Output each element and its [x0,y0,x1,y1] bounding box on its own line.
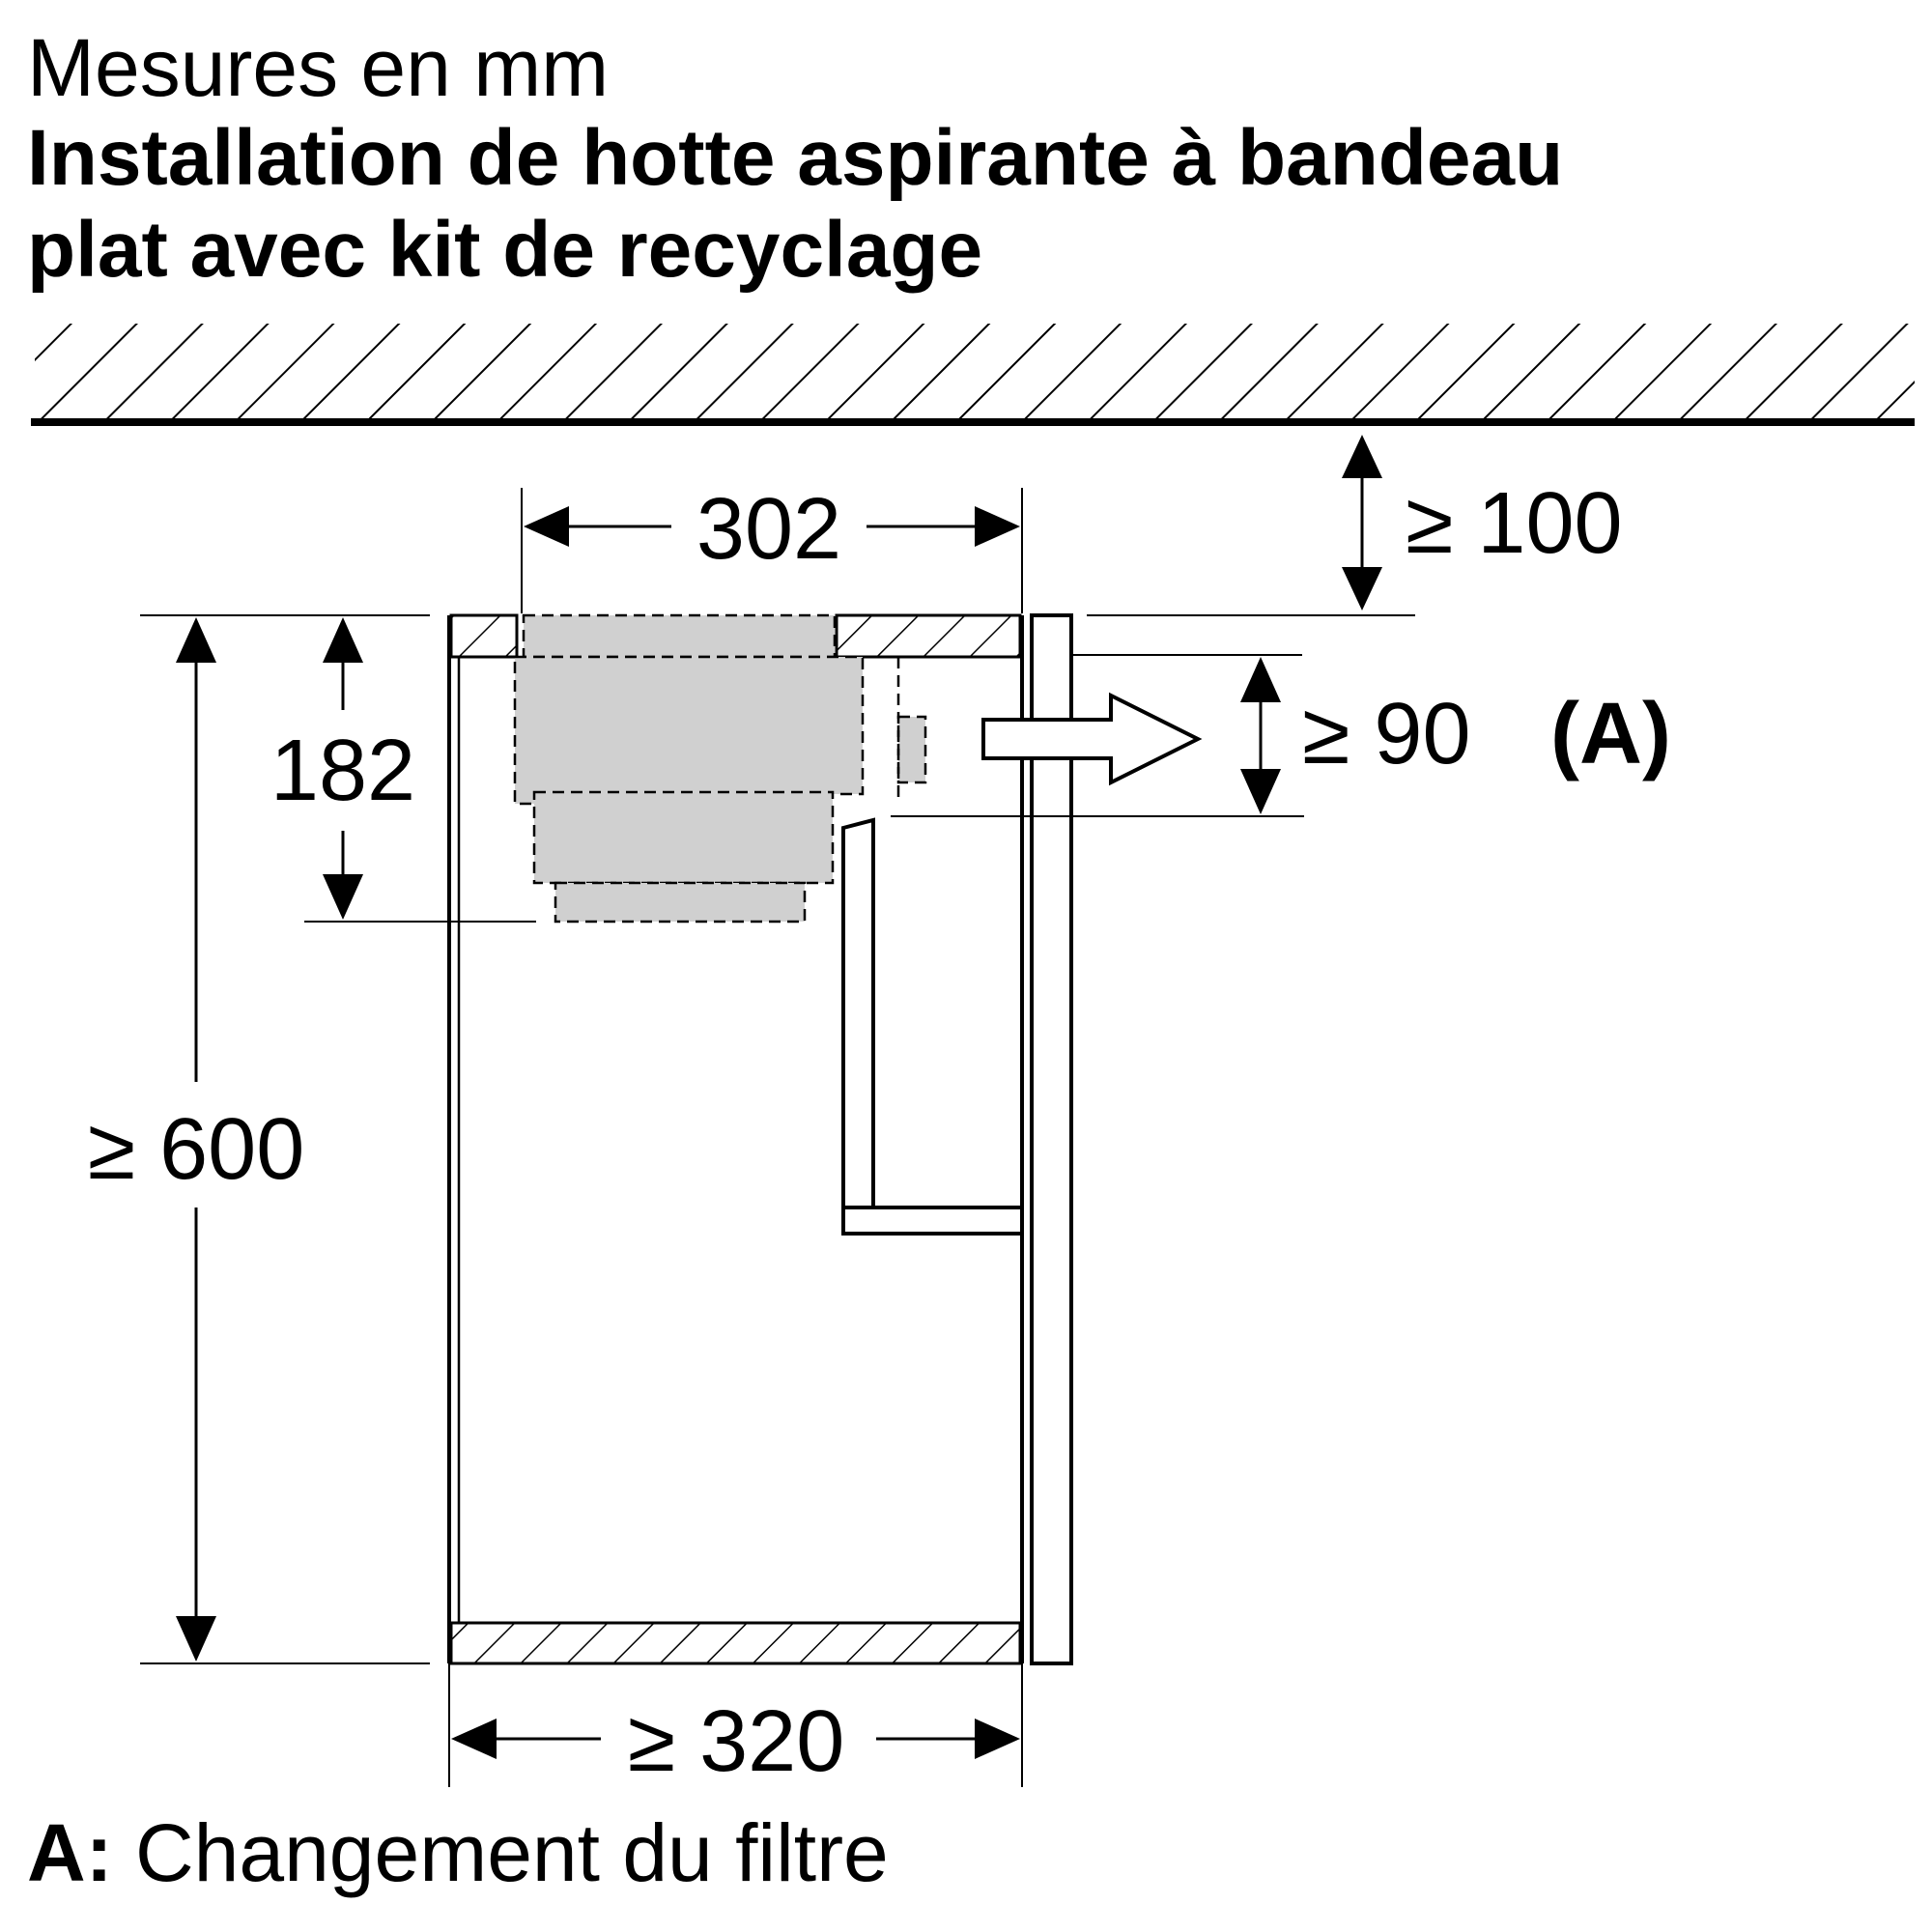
dim-unit-width-label: 302 [696,481,841,578]
ceiling [31,324,1915,426]
cabinet-bottom-panel [449,1621,1022,1665]
wall-cabinet [447,613,1073,1665]
dim-cabinet-height: ≥ 600 [88,617,305,1662]
dim-unit-height-arrow-up [323,617,363,663]
hood-panel [841,817,875,1209]
dim-cabinet-height-label: ≥ 600 [88,1101,305,1198]
dim-cabinet-depth-arrow-right [975,1719,1020,1759]
dim-unit-width: 302 [524,481,1020,578]
kit-motor-box [513,655,865,806]
kit-filter-body [532,790,835,885]
dim-cabinet-height-arrow-down [176,1616,216,1662]
dim-cabinet-height-arrow-up [176,617,216,663]
dim-cabinet-depth-arrow-left [451,1719,497,1759]
dim-front-clearance-arrow-up [1240,657,1281,702]
dim-top-clearance: ≥ 100 [1342,435,1623,611]
header: Mesures en mm Installation de hotte aspi… [27,23,1563,296]
legend-description: Changement du filtre [134,1807,889,1898]
recirculation-kit [513,613,927,923]
hood-base [841,1206,1024,1236]
dim-front-clearance-arrow-down [1240,769,1281,814]
cabinet-top-panel-left [449,613,519,659]
dim-cabinet-depth-label: ≥ 320 [628,1693,845,1790]
kit-outlet-stub [896,715,927,784]
extension-lines [140,488,1415,1787]
dim-top-clearance-arrow-up [1342,435,1382,478]
kit-upper-housing [522,613,837,659]
legend-key: A: [27,1807,113,1898]
dim-unit-width-arrow-right [975,506,1020,547]
title-line-1: Installation de hotte aspirante à bandea… [27,114,1564,202]
units-note: Mesures en mm [27,22,610,113]
dim-cabinet-depth: ≥ 320 [451,1693,1020,1790]
callout-a-marker: (A) [1550,686,1671,782]
legend: A: Changement du filtre [27,1804,889,1901]
kit-lower-section [554,881,807,923]
dim-top-clearance-label: ≥ 100 [1406,475,1623,572]
dim-front-clearance-label: ≥ 90 [1302,686,1471,782]
extractor-hood [841,817,1024,1236]
airflow-arrow [981,692,1203,786]
dim-top-clearance-arrow-down [1342,567,1382,611]
dim-unit-height: 182 [270,617,415,920]
cabinet-top-panel-right [835,613,1022,659]
dim-unit-height-arrow-down [323,874,363,920]
dim-front-clearance: ≥ 90 [1240,657,1471,814]
cabinet-door [1030,613,1073,1665]
title-line-2: plat avec kit de recyclage [27,206,983,294]
dim-unit-width-arrow-left [524,506,569,547]
dim-unit-height-label: 182 [270,723,415,819]
ceiling-hatching [35,324,1915,420]
